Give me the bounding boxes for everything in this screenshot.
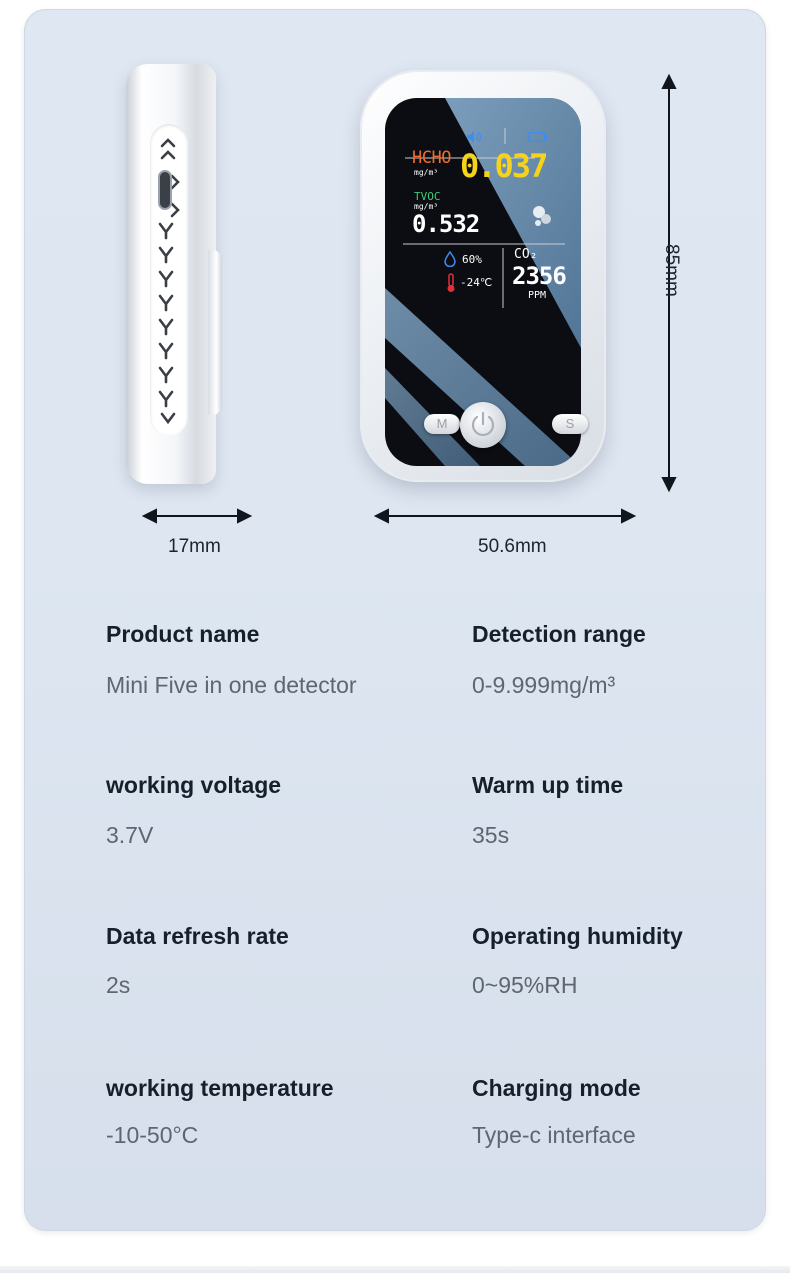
spec-value-charging-mode: Type-c interface xyxy=(472,1122,636,1148)
hcho-unit: mg/m³ xyxy=(414,168,439,177)
spec-label-working-temperature: working temperature xyxy=(106,1075,334,1101)
dimension-arrows xyxy=(141,73,677,524)
spec-label-charging-mode: Charging mode xyxy=(472,1075,641,1101)
speaker-icon xyxy=(467,131,482,143)
spec-value-detection-range: 0-9.999mg/m³ xyxy=(472,672,616,698)
humidity-drop-icon xyxy=(444,251,456,267)
spec-label-product-name: Product name xyxy=(106,621,260,647)
power-icon xyxy=(471,411,495,437)
spec-label-data-refresh-rate: Data refresh rate xyxy=(106,923,289,949)
usb-c-port xyxy=(158,170,172,210)
co2-label: CO₂ xyxy=(514,247,538,262)
co2-unit: PPM xyxy=(528,290,547,301)
battery-icon xyxy=(528,132,548,142)
hcho-value: 0.037 xyxy=(460,147,548,185)
tvoc-value: 0.532 xyxy=(412,210,480,238)
width-label: 50.6mm xyxy=(478,536,547,557)
spec-value-data-refresh-rate: 2s xyxy=(106,972,131,998)
spec-value-operating-humidity: 0~95%RH xyxy=(472,972,578,998)
height-label: 85mm xyxy=(661,244,682,297)
hcho-label: HCHO xyxy=(412,148,451,168)
vent-slots-icon xyxy=(158,138,180,425)
spec-value-working-temperature: -10-50°C xyxy=(106,1122,199,1148)
spec-label-operating-humidity: Operating humidity xyxy=(472,923,683,949)
spec-label-warm-up-time: Warm up time xyxy=(472,772,624,798)
thermometer-icon xyxy=(447,273,455,292)
spec-label-working-voltage: working voltage xyxy=(106,772,282,798)
spec-value-working-voltage: 3.7V xyxy=(106,822,154,848)
sensor-molecule-icon xyxy=(533,206,551,226)
device-side-bump xyxy=(208,250,222,415)
temperature-value: -24℃ xyxy=(460,276,493,289)
set-button: S xyxy=(552,414,588,434)
spec-label-detection-range: Detection range xyxy=(472,621,646,647)
thickness-label: 17mm xyxy=(168,536,221,557)
tvoc-label: TVOC xyxy=(414,190,441,203)
spec-value-product-name: Mini Five in one detector xyxy=(106,672,357,698)
spec-value-warm-up-time: 35s xyxy=(472,822,510,848)
tvoc-unit: mg/m³ xyxy=(414,202,439,211)
bottom-divider xyxy=(0,1266,790,1273)
co2-value: 2356 xyxy=(512,262,567,290)
mode-button: M xyxy=(424,414,460,434)
humidity-value: 60% xyxy=(462,253,482,266)
power-button xyxy=(460,402,506,448)
